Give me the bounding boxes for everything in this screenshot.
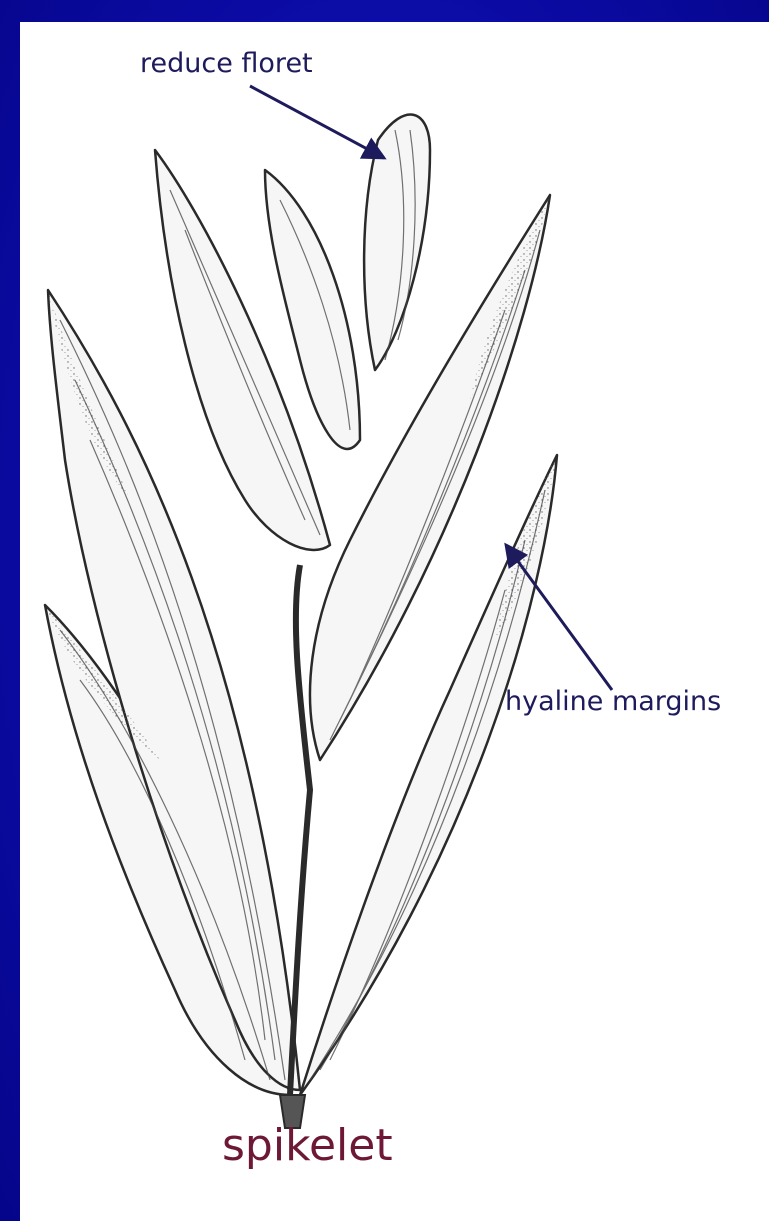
- spikelet-caption: spikelet: [222, 1120, 393, 1171]
- reduce-floret-arrow: [250, 86, 384, 158]
- reduce-floret-label: reduce floret: [140, 48, 313, 79]
- rachilla: [290, 565, 310, 1095]
- hyaline-margins-label: hyaline margins: [505, 686, 721, 717]
